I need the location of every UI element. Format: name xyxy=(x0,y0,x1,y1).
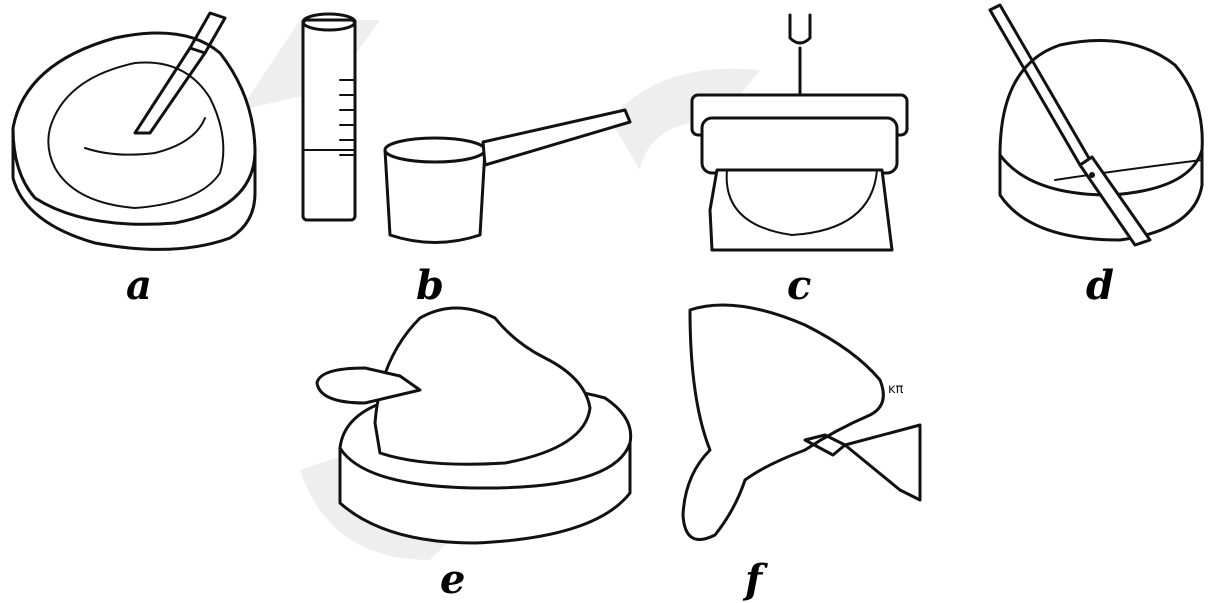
vacuum-forming-press-icon xyxy=(682,10,932,255)
measuring-cylinder-and-scoop-icon xyxy=(295,10,640,260)
panel-label-e: e xyxy=(440,560,465,600)
annotation-label-f: ĸπ xyxy=(888,382,904,397)
trimming-with-knife-icon xyxy=(970,5,1215,255)
panel-a xyxy=(5,8,270,258)
panel-f: ĸπ xyxy=(655,290,925,555)
panel-e xyxy=(305,298,635,548)
plaster-model-with-brush-icon xyxy=(5,8,270,258)
panel-label-f: f xyxy=(745,560,762,600)
panel-b xyxy=(295,10,640,260)
panel-label-d: d xyxy=(1086,266,1114,306)
panel-d xyxy=(970,5,1215,255)
panel-c xyxy=(682,10,932,255)
baseplate-with-spatula-icon xyxy=(305,298,635,548)
panel-label-a: a xyxy=(126,266,152,306)
trimming-with-bur-icon: ĸπ xyxy=(655,290,925,555)
